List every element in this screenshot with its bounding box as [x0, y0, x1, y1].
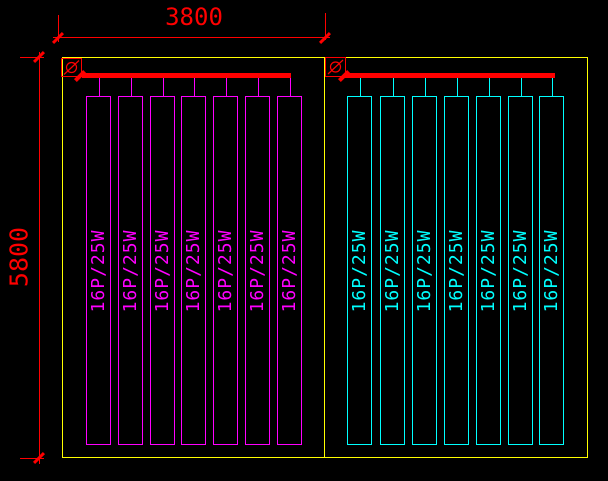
panel[interactable]: 16P/25W: [347, 78, 372, 445]
dimension-height-label: 5800: [4, 226, 34, 288]
room-divider-line: [324, 57, 325, 458]
panel-label: 16P/25W: [413, 229, 435, 312]
panel-label: 16P/25W: [278, 229, 300, 312]
panel[interactable]: 16P/25W: [380, 78, 405, 445]
panel-label: 16P/25W: [381, 229, 403, 312]
panel-label: 16P/25W: [540, 229, 562, 312]
extension-line-right: [325, 13, 326, 40]
panel[interactable]: 16P/25W: [213, 78, 238, 445]
dimension-line-horizontal: [53, 37, 330, 38]
panel[interactable]: 16P/25W: [444, 78, 469, 445]
panel[interactable]: 16P/25W: [277, 78, 302, 445]
panel[interactable]: 16P/25W: [86, 78, 111, 445]
panel-label: 16P/25W: [87, 229, 109, 312]
panel-label: 16P/25W: [509, 229, 531, 312]
panel-label: 16P/25W: [246, 229, 268, 312]
extension-line-left: [58, 15, 59, 42]
busbar-right[interactable]: [345, 73, 555, 78]
extension-line-bottom: [20, 458, 44, 459]
panel[interactable]: 16P/25W: [245, 78, 270, 445]
panel-label: 16P/25W: [151, 229, 173, 312]
busbar-left[interactable]: [82, 73, 291, 78]
circle-slash-feeder-icon[interactable]: [61, 58, 82, 77]
panel-label: 16P/25W: [214, 229, 236, 312]
extension-line-top: [20, 57, 44, 58]
dimension-width-label: 3800: [165, 3, 223, 31]
panel-label: 16P/25W: [119, 229, 141, 312]
panel[interactable]: 16P/25W: [181, 78, 206, 445]
dimension-line-vertical: [39, 52, 40, 464]
panel-label: 16P/25W: [182, 229, 204, 312]
panel-label: 16P/25W: [348, 229, 370, 312]
panel-label: 16P/25W: [477, 229, 499, 312]
circle-slash-feeder-icon[interactable]: [325, 57, 346, 77]
panel[interactable]: 16P/25W: [476, 78, 501, 445]
panel[interactable]: 16P/25W: [412, 78, 437, 445]
panel-label: 16P/25W: [445, 229, 467, 312]
panel[interactable]: 16P/25W: [539, 78, 564, 445]
panel[interactable]: 16P/25W: [508, 78, 533, 445]
panel[interactable]: 16P/25W: [150, 78, 175, 445]
panel[interactable]: 16P/25W: [118, 78, 143, 445]
